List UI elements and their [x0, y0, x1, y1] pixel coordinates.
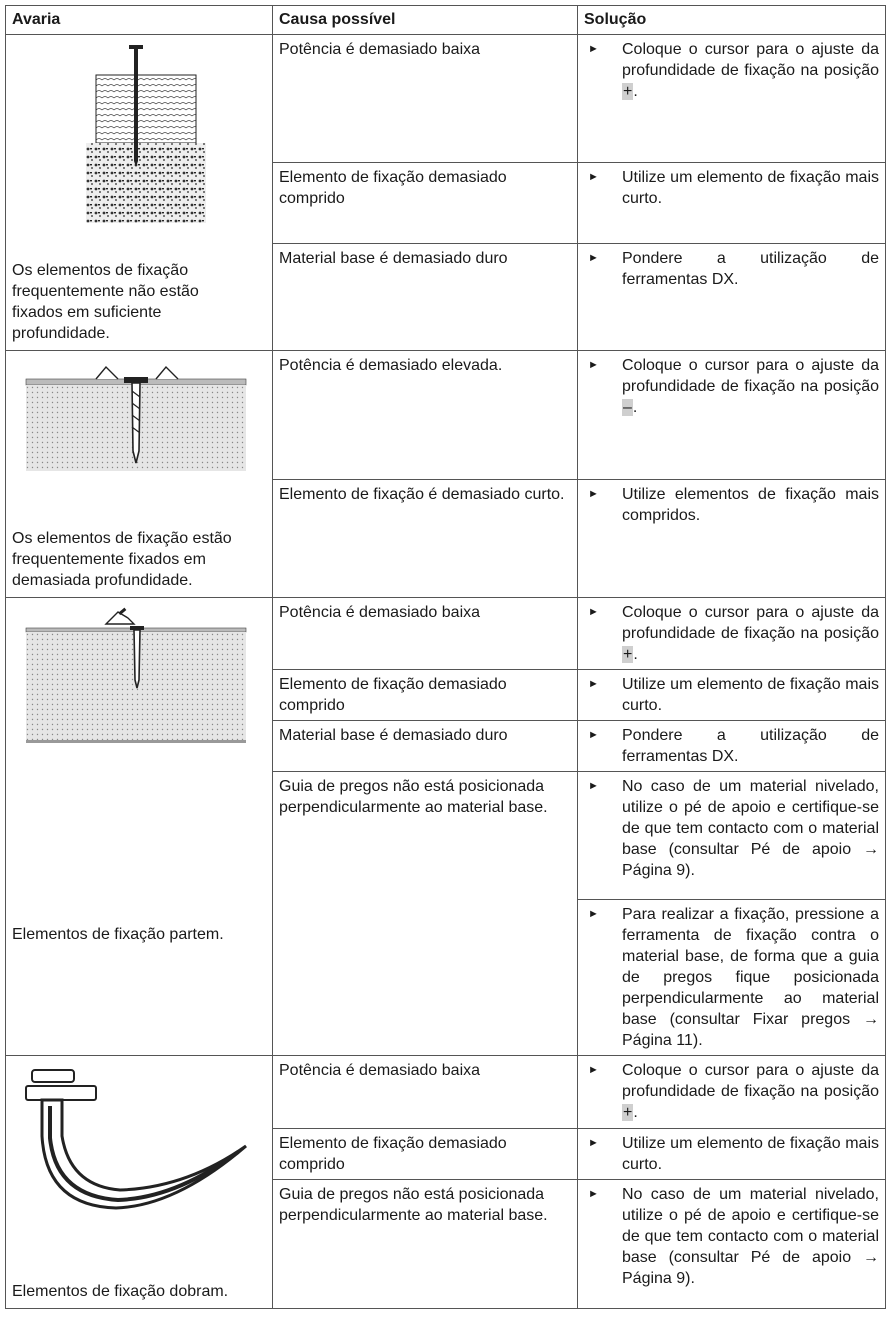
fault-cell: Elementos de fixação dobram.: [5, 1055, 273, 1309]
nail-broken-illustration: [25, 607, 247, 743]
table-row: Elemento de fixação é demasiado curto. ►…: [6, 479, 886, 598]
solution-cell: ►Utilize um elemento de fixação mais cur…: [577, 669, 886, 721]
table-row: Material base é demasiado duro ►Pondere …: [6, 243, 886, 351]
cause-cell: Potência é demasiado baixa: [272, 1055, 578, 1129]
cause-cell: Material base é demasiado duro: [272, 720, 578, 772]
fault-cell: Os elementos de fixação estão frequentem…: [5, 350, 273, 598]
table-row: ►Para realizar a fixação, pressione a fe…: [6, 899, 886, 1056]
nail-excessive-depth-illustration: [25, 365, 247, 471]
solution-cell: ►Pondere a utilização de ferramentas DX.: [577, 720, 886, 772]
bullet-icon: ►: [588, 1064, 599, 1076]
solution-cell: ►Coloque o cursor para o ajuste da profu…: [577, 350, 886, 480]
setting-symbol: +: [622, 83, 634, 100]
solution-cell: ►No caso de um material nivelado, utiliz…: [577, 1179, 886, 1309]
bullet-icon: ►: [588, 606, 599, 618]
header-fault: Avaria: [5, 5, 273, 35]
solution-cell: ►Utilize um elemento de fixação mais cur…: [577, 162, 886, 244]
fault-label: Os elementos de fixação frequentemente n…: [12, 262, 199, 342]
fault-label: Os elementos de fixação estão frequentem…: [12, 530, 232, 589]
fault-cell: Os elementos de fixação frequentemente n…: [5, 34, 273, 351]
fault-label: Elementos de fixação partem.: [12, 926, 224, 943]
solution-cell: ►Utilize elementos de fixação mais compr…: [577, 479, 886, 598]
bullet-icon: ►: [588, 1188, 599, 1200]
fault-label: Elementos de fixação dobram.: [12, 1283, 229, 1300]
table-row: Elemento de fixação demasiado comprido ►…: [6, 669, 886, 721]
bullet-icon: ►: [588, 488, 599, 500]
cause-cell: Potência é demasiado baixa: [272, 597, 578, 670]
bullet-icon: ►: [588, 908, 599, 920]
solution-cell: ►Coloque o cursor para o ajuste da profu…: [577, 1055, 886, 1129]
table-row: Elemento de fixação demasiado comprido ►…: [6, 1128, 886, 1180]
cause-cell: Potência é demasiado elevada.: [272, 350, 578, 480]
table-row: Guia de pregos não está posicionada perp…: [6, 1179, 886, 1309]
cause-cell: Material base é demasiado duro: [272, 243, 578, 351]
table-row: Material base é demasiado duro ►Pondere …: [6, 720, 886, 772]
cause-cell: Elemento de fixação demasiado comprido: [272, 669, 578, 721]
cause-cell: Elemento de fixação demasiado comprido: [272, 162, 578, 244]
solution-cell: ►Pondere a utilização de ferramentas DX.: [577, 243, 886, 351]
bullet-icon: ►: [588, 678, 599, 690]
table-row: Elemento de fixação demasiado comprido ►…: [6, 162, 886, 244]
solution-cell: ►Para realizar a fixação, pressione a fe…: [577, 899, 886, 1056]
bullet-icon: ►: [588, 359, 599, 371]
table-row: Guia de pregos não está posicionada perp…: [6, 771, 886, 1056]
table-row: Os elementos de fixação estão frequentem…: [5, 350, 886, 598]
cause-cell: Elemento de fixação é demasiado curto.: [272, 479, 578, 598]
bullet-icon: ►: [588, 171, 599, 183]
cause-cell: Guia de pregos não está posicionada perp…: [272, 771, 578, 1056]
bullet-icon: ►: [588, 780, 599, 792]
table-row: Os elementos de fixação frequentemente n…: [5, 34, 886, 351]
troubleshooting-table: Avaria Causa possível Solução: [5, 5, 886, 1309]
bullet-icon: ►: [588, 729, 599, 741]
bullet-icon: ►: [588, 1137, 599, 1149]
solution-cell: ►Coloque o cursor para o ajuste da profu…: [577, 597, 886, 670]
solution-cell: ►Coloque o cursor para o ajuste da profu…: [577, 34, 886, 163]
table-row: Elementos de fixação dobram. Potência é …: [5, 1055, 886, 1309]
solution-cell: ►Utilize um elemento de fixação mais cur…: [577, 1128, 886, 1180]
setting-symbol: +: [622, 1104, 634, 1121]
cause-cell: Guia de pregos não está posicionada perp…: [272, 1179, 578, 1309]
cause-cell: Potência é demasiado baixa: [272, 34, 578, 163]
cause-cell: Elemento de fixação demasiado comprido: [272, 1128, 578, 1180]
header-row: Avaria Causa possível Solução: [5, 5, 886, 35]
nail-bent-illustration: [25, 1069, 247, 1210]
bullet-icon: ►: [588, 43, 599, 55]
table-row: Elementos de fixação partem. Potência é …: [5, 597, 886, 1056]
setting-symbol: +: [622, 646, 634, 663]
solution-cell: ►No caso de um material nivelado, utiliz…: [577, 771, 886, 900]
nail-insufficient-depth-illustration: [86, 45, 206, 223]
header-solution: Solução: [577, 5, 886, 35]
setting-symbol: –: [622, 399, 633, 416]
bullet-icon: ►: [588, 252, 599, 264]
header-cause: Causa possível: [272, 5, 578, 35]
fault-cell: Elementos de fixação partem.: [5, 597, 273, 1056]
